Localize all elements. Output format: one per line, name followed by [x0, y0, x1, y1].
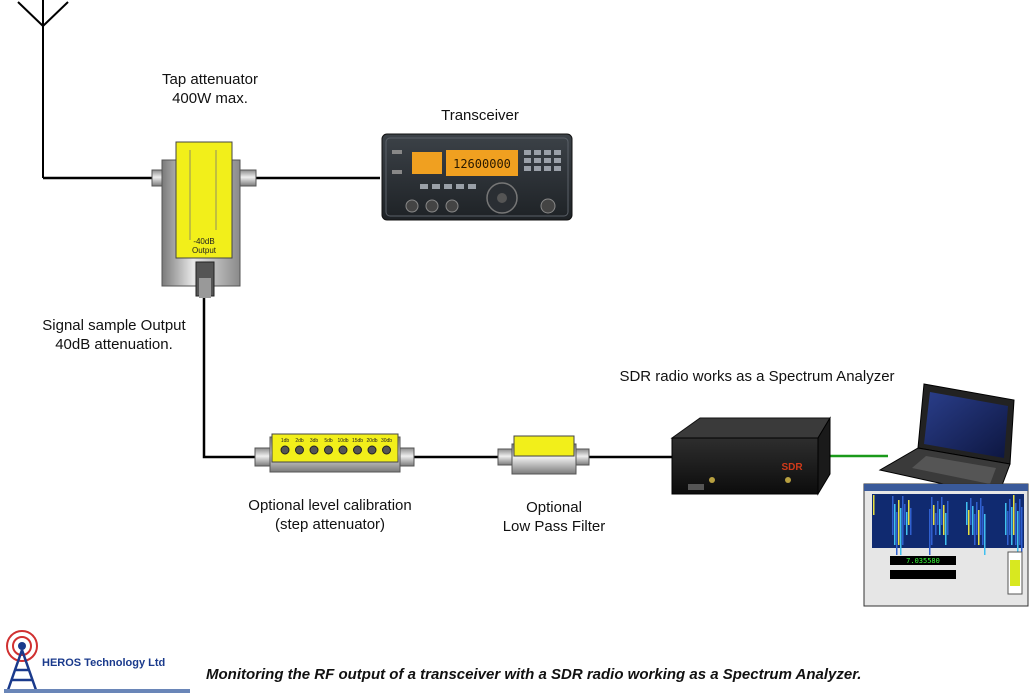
waterfall-streak [894, 504, 896, 545]
signal-sample-attenuation: 40dB attenuation. [55, 336, 173, 353]
tap-attenuator-label-2: Output [192, 246, 217, 255]
step-label-1: 2db [295, 438, 304, 444]
step-switch-1 [295, 445, 304, 455]
transceiver-device: 12600000 [381, 133, 573, 221]
figure-caption: Monitoring the RF output of a transceive… [206, 666, 862, 683]
step-attenuator-subtitle: (step attenuator) [274, 516, 386, 533]
step-switch-0 [280, 445, 290, 455]
step-label-5: 15db [352, 438, 363, 444]
waterfall-streak [910, 508, 912, 535]
waterfall-streak [908, 500, 910, 525]
low-pass-filter-device [497, 435, 590, 475]
tap-attenuator-label: Tap attenuator 400W max. [137, 70, 283, 108]
waterfall-streak [945, 513, 947, 545]
coax-cables [43, 176, 672, 459]
step-switch-3 [324, 445, 333, 455]
waterfall-streak [968, 510, 970, 535]
software-frequency-readout: 7.035580 [906, 557, 940, 565]
step-label-4: 10db [337, 438, 348, 444]
step-label-7: 30db [381, 438, 392, 444]
waterfall-streak [929, 509, 931, 555]
waterfall-streak [966, 502, 968, 525]
waterfall-streak [947, 501, 949, 535]
signal-sample-label: Signal sample Output 40dB attenuation. [28, 316, 200, 354]
waterfall-streak [1013, 495, 1015, 535]
waterfall-streak [1019, 499, 1021, 545]
waterfall-streak [1015, 503, 1017, 545]
waterfall-streak [941, 497, 943, 525]
waterfall-streak [982, 506, 984, 545]
cable-tap-to-step-attenuator [202, 296, 258, 459]
waterfall-streak [1007, 511, 1009, 545]
sdr-software-window: 7.035580 [863, 483, 1029, 607]
tap-attenuator-rating: 400W max. [172, 90, 248, 107]
waterfall-streak [1021, 507, 1023, 555]
step-label-3: 5db [324, 438, 333, 444]
step-switch-2 [309, 445, 319, 455]
laptop-icon [878, 383, 1015, 497]
step-switch-6 [367, 445, 377, 455]
logo-underline [4, 689, 190, 693]
waterfall-streak [900, 508, 902, 555]
lowpass-label: Optional Low Pass Filter [490, 498, 618, 536]
step-switch-4 [338, 445, 348, 455]
waterfall-display [873, 495, 1023, 555]
lowpass-title: Low Pass Filter [502, 518, 606, 535]
step-switch-7 [382, 445, 391, 455]
waterfall-streak [980, 498, 982, 535]
waterfall-streak [873, 495, 875, 515]
waterfall-streak [902, 496, 904, 545]
waterfall-streak [937, 501, 939, 525]
tap-attenuator-label-1: -40dB [193, 237, 214, 246]
lowpass-optional: Optional [526, 499, 582, 516]
step-label-2: 3db [310, 438, 319, 444]
sdr-device: SDR [670, 416, 831, 496]
waterfall-streak [931, 497, 933, 545]
waterfall-streak [976, 502, 978, 535]
waterfall-streak [1011, 507, 1013, 545]
waterfall-streak [896, 512, 898, 555]
tap-attenuator-title: Tap attenuator [162, 71, 258, 88]
waterfall-streak [906, 512, 908, 535]
sdr-label: SDR radio works as a Spectrum Analyzer [619, 368, 895, 385]
waterfall-streak [978, 510, 980, 545]
company-name: HEROS Technology Ltd [42, 657, 166, 669]
step-label-0: 1db [281, 438, 290, 444]
signal-sample-title: Signal sample Output [42, 317, 186, 334]
waterfall-streak [972, 506, 974, 535]
waterfall-streak [939, 509, 941, 535]
waterfall-streak [970, 498, 972, 525]
waterfall-streak [935, 513, 937, 535]
step-switch-5 [353, 445, 362, 455]
waterfall-streak [904, 504, 906, 525]
waterfall-streak [1005, 503, 1007, 535]
heros-logo-icon [6, 630, 38, 691]
waterfall-streak [984, 514, 986, 555]
antenna-icon [17, 0, 69, 178]
waterfall-streak [933, 505, 935, 525]
step-label-6: 20db [366, 438, 377, 444]
waterfall-streak [898, 500, 900, 545]
tap-attenuator-device: -40dB Output [151, 141, 257, 298]
sdr-badge: SDR [781, 462, 803, 473]
waterfall-streak [974, 514, 976, 545]
waterfall-streak [892, 496, 894, 535]
waterfall-streak [943, 505, 945, 535]
waterfall-streak [1017, 511, 1019, 555]
transceiver-frequency-display: 12600000 [453, 157, 511, 171]
transceiver-label: Transceiver [441, 107, 519, 124]
waterfall-streak [1009, 499, 1011, 535]
step-attenuator-title: Optional level calibration [248, 497, 412, 514]
step-attenuator-label: Optional level calibration (step attenua… [236, 496, 424, 534]
